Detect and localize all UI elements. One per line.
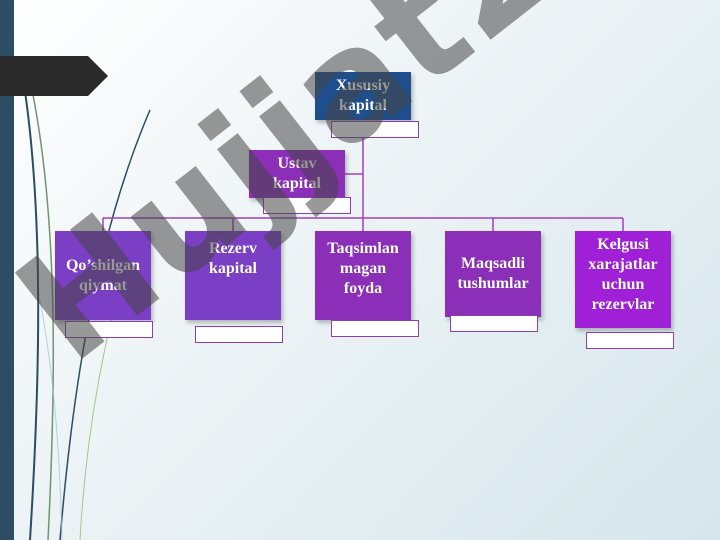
- node-maqsadli-tushumlar: Maqsadli tushumlar: [445, 231, 541, 317]
- node-kelgusi-xarajatlar-rezervlar: Kelgusi xarajatlar uchun rezervlar: [575, 231, 671, 328]
- node-ustav-kapital: Ustav kapital: [249, 150, 345, 198]
- title-arrow-tab: [0, 56, 108, 96]
- node-subbox: [331, 320, 419, 337]
- node-subbox: [263, 197, 351, 214]
- node-label: Xususiy kapital: [335, 77, 391, 114]
- node-qoshilgan-qiymat: Qo’shilgan qiymat: [55, 231, 151, 320]
- left-accent-bar: [0, 0, 14, 540]
- node-taqsimlanmagan-foyda: Taqsimlan magan foyda: [315, 231, 411, 320]
- node-subbox: [65, 321, 153, 338]
- node-subbox: [450, 315, 538, 332]
- node-label: Taqsimlan magan foyda: [327, 240, 399, 297]
- node-rezerv-kapital: Rezerv kapital: [185, 231, 281, 320]
- node-subbox: [195, 326, 283, 343]
- node-label: Rezerv kapital: [208, 240, 257, 277]
- node-subbox: [331, 121, 419, 138]
- node-label: Qo’shilgan qiymat: [65, 256, 141, 294]
- node-label: Ustav kapital: [272, 155, 321, 192]
- node-subbox: [586, 332, 674, 349]
- node-label: Kelgusi xarajatlar uchun rezervlar: [588, 236, 658, 313]
- node-xususiy-kapital: Xususiy kapital: [315, 72, 411, 120]
- node-label: Maqsadli tushumlar: [457, 255, 529, 292]
